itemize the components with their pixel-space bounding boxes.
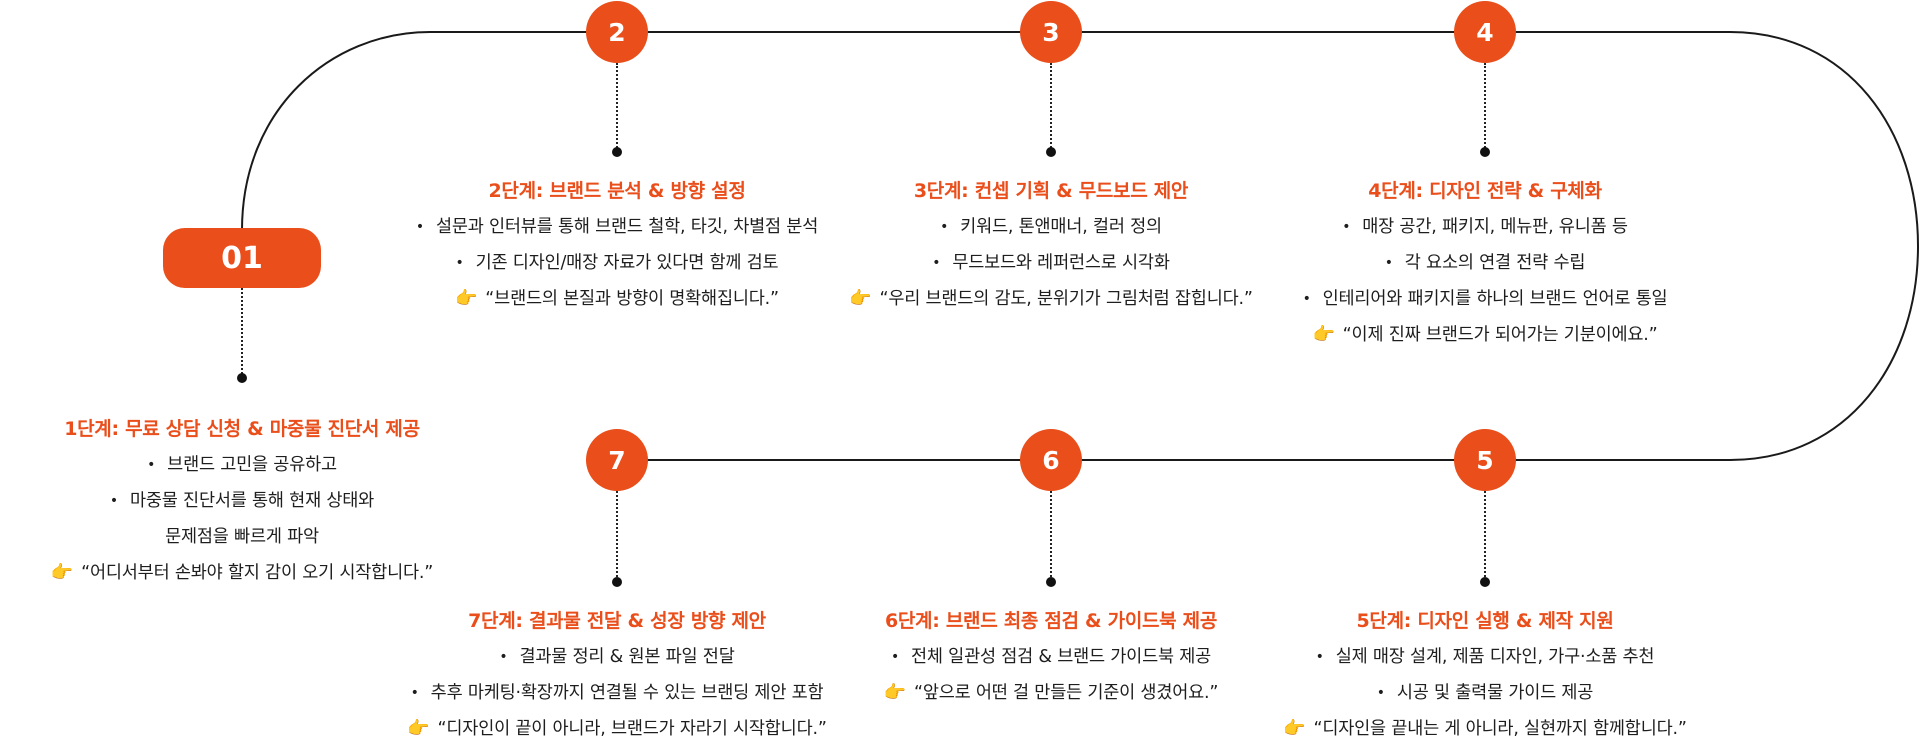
- step-7-card: 7단계: 결과물 전달 & 성장 방향 제안 결과물 정리 & 원본 파일 전달…: [407, 608, 827, 747]
- step-7-connector: [616, 491, 618, 581]
- step-5-quote-row: 👉 “디자인을 끝내는 게 아니라, 실현까지 함께합니다.”: [1283, 711, 1687, 747]
- step-7-line-1: 결과물 정리 & 원본 파일 전달: [407, 639, 826, 675]
- step-2-line-2: 기존 디자인/매장 자료가 있다면 함께 검토: [416, 245, 818, 281]
- step-3-line-1: 키워드, 톤앤매너, 컬러 정의: [849, 209, 1253, 245]
- step-6-dot: [1046, 577, 1056, 587]
- step-1-badge: 01: [163, 228, 321, 288]
- pointing-hand-icon: 👉: [883, 682, 906, 703]
- step-4-connector: [1484, 63, 1486, 151]
- step-5-card: 5단계: 디자인 실행 & 제작 지원 실제 매장 설계, 제품 디자인, 가구…: [1283, 608, 1687, 747]
- step-1-line-3: 문제점을 빠르게 파악: [165, 527, 319, 547]
- step-2-card: 2단계: 브랜드 분석 & 방향 설정 설문과 인터뷰를 통해 브랜드 철학, …: [416, 178, 818, 317]
- step-3-quote-row: 👉 “우리 브랜드의 감도, 분위기가 그림처럼 잡힙니다.”: [849, 281, 1253, 317]
- step-4-line-3: 인테리어와 패키지를 하나의 브랜드 언어로 통일: [1303, 281, 1668, 317]
- step-5-dot: [1480, 577, 1490, 587]
- step-5-title: 5단계: 디자인 실행 & 제작 지원: [1356, 610, 1614, 632]
- step-1-dot: [237, 373, 247, 383]
- step-1-title: 1단계: 무료 상담 신청 & 마중물 진단서 제공: [64, 418, 420, 440]
- step-1-quote-row: 👉 “어디서부터 손봐야 할지 감이 오기 시작합니다.”: [51, 555, 433, 591]
- step-4-title: 4단계: 디자인 전략 & 구체화: [1368, 180, 1602, 202]
- step-3-quote: “우리 브랜드의 감도, 분위기가 그림처럼 잡힙니다.”: [879, 289, 1253, 309]
- step-7-line-2: 추후 마케팅·확장까지 연결될 수 있는 브랜딩 제안 포함: [407, 675, 826, 711]
- step-1-connector: [241, 288, 243, 378]
- step-2-quote: “브랜드의 본질과 방향이 명확해집니다.”: [485, 289, 779, 309]
- step-4-badge: 4: [1454, 1, 1516, 63]
- step-5-connector: [1484, 491, 1486, 581]
- step-5-line-2: 시공 및 출력물 가이드 제공: [1283, 675, 1687, 711]
- step-1-line-2: 마중물 진단서를 통해 현재 상태와: [51, 483, 433, 519]
- step-7-quote-row: 👉 “디자인이 끝이 아니라, 브랜드가 자라기 시작합니다.”: [407, 711, 827, 747]
- step-4-line-2: 각 요소의 연결 전략 수립: [1303, 245, 1668, 281]
- step-4-quote-row: 👉 “이제 진짜 브랜드가 되어가는 기분이에요.”: [1303, 317, 1668, 353]
- step-6-quote: “앞으로 어떤 걸 만들든 기준이 생겼어요.”: [913, 683, 1219, 703]
- pointing-hand-icon: 👉: [1283, 718, 1306, 739]
- step-6-card: 6단계: 브랜드 최종 점검 & 가이드북 제공 전체 일관성 점검 & 브랜드…: [884, 608, 1219, 711]
- step-1-card: 1단계: 무료 상담 신청 & 마중물 진단서 제공 브랜드 고민을 공유하고 …: [51, 416, 433, 591]
- step-1-quote: “어디서부터 손봐야 할지 감이 오기 시작합니다.”: [81, 563, 434, 583]
- pointing-hand-icon: 👉: [455, 288, 478, 309]
- step-3-connector: [1050, 63, 1052, 151]
- pointing-hand-icon: 👉: [1312, 324, 1335, 345]
- step-3-dot: [1046, 147, 1056, 157]
- step-6-line-1: 전체 일관성 점검 & 브랜드 가이드북 제공: [884, 639, 1219, 675]
- step-3-card: 3단계: 컨셉 기획 & 무드보드 제안 키워드, 톤앤매너, 컬러 정의 무드…: [849, 178, 1253, 317]
- step-7-title: 7단계: 결과물 전달 & 성장 방향 제안: [468, 610, 766, 632]
- step-5-line-1: 실제 매장 설계, 제품 디자인, 가구·소품 추천: [1283, 639, 1687, 675]
- step-4-dot: [1480, 147, 1490, 157]
- step-6-badge: 6: [1020, 429, 1082, 491]
- step-2-line-1: 설문과 인터뷰를 통해 브랜드 철학, 타깃, 차별점 분석: [416, 209, 818, 245]
- step-7-dot: [612, 577, 622, 587]
- step-5-quote: “디자인을 끝내는 게 아니라, 실현까지 함께합니다.”: [1313, 719, 1687, 739]
- pointing-hand-icon: 👉: [849, 288, 872, 309]
- step-2-title: 2단계: 브랜드 분석 & 방향 설정: [488, 180, 746, 202]
- pointing-hand-icon: 👉: [407, 718, 430, 739]
- pointing-hand-icon: 👉: [50, 562, 74, 583]
- step-2-quote-row: 👉 “브랜드의 본질과 방향이 명확해집니다.”: [416, 281, 818, 317]
- step-3-line-2: 무드보드와 레퍼런스로 시각화: [849, 245, 1253, 281]
- step-3-title: 3단계: 컨셉 기획 & 무드보드 제안: [913, 180, 1189, 202]
- step-4-quote: “이제 진짜 브랜드가 되어가는 기분이에요.”: [1342, 325, 1658, 345]
- step-5-badge: 5: [1454, 429, 1516, 491]
- step-6-quote-row: 👉 “앞으로 어떤 걸 만들든 기준이 생겼어요.”: [884, 675, 1219, 711]
- step-2-badge: 2: [586, 1, 648, 63]
- step-3-badge: 3: [1020, 1, 1082, 63]
- step-7-badge: 7: [586, 429, 648, 491]
- step-1-line-1: 브랜드 고민을 공유하고: [51, 447, 433, 483]
- step-2-connector: [616, 63, 618, 151]
- step-4-card: 4단계: 디자인 전략 & 구체화 매장 공간, 패키지, 메뉴판, 유니폼 등…: [1303, 178, 1668, 353]
- step-6-connector: [1050, 491, 1052, 581]
- step-6-title: 6단계: 브랜드 최종 점검 & 가이드북 제공: [884, 610, 1218, 632]
- step-2-dot: [612, 147, 622, 157]
- step-7-quote: “디자인이 끝이 아니라, 브랜드가 자라기 시작합니다.”: [437, 719, 827, 739]
- step-4-line-1: 매장 공간, 패키지, 메뉴판, 유니폼 등: [1303, 209, 1668, 245]
